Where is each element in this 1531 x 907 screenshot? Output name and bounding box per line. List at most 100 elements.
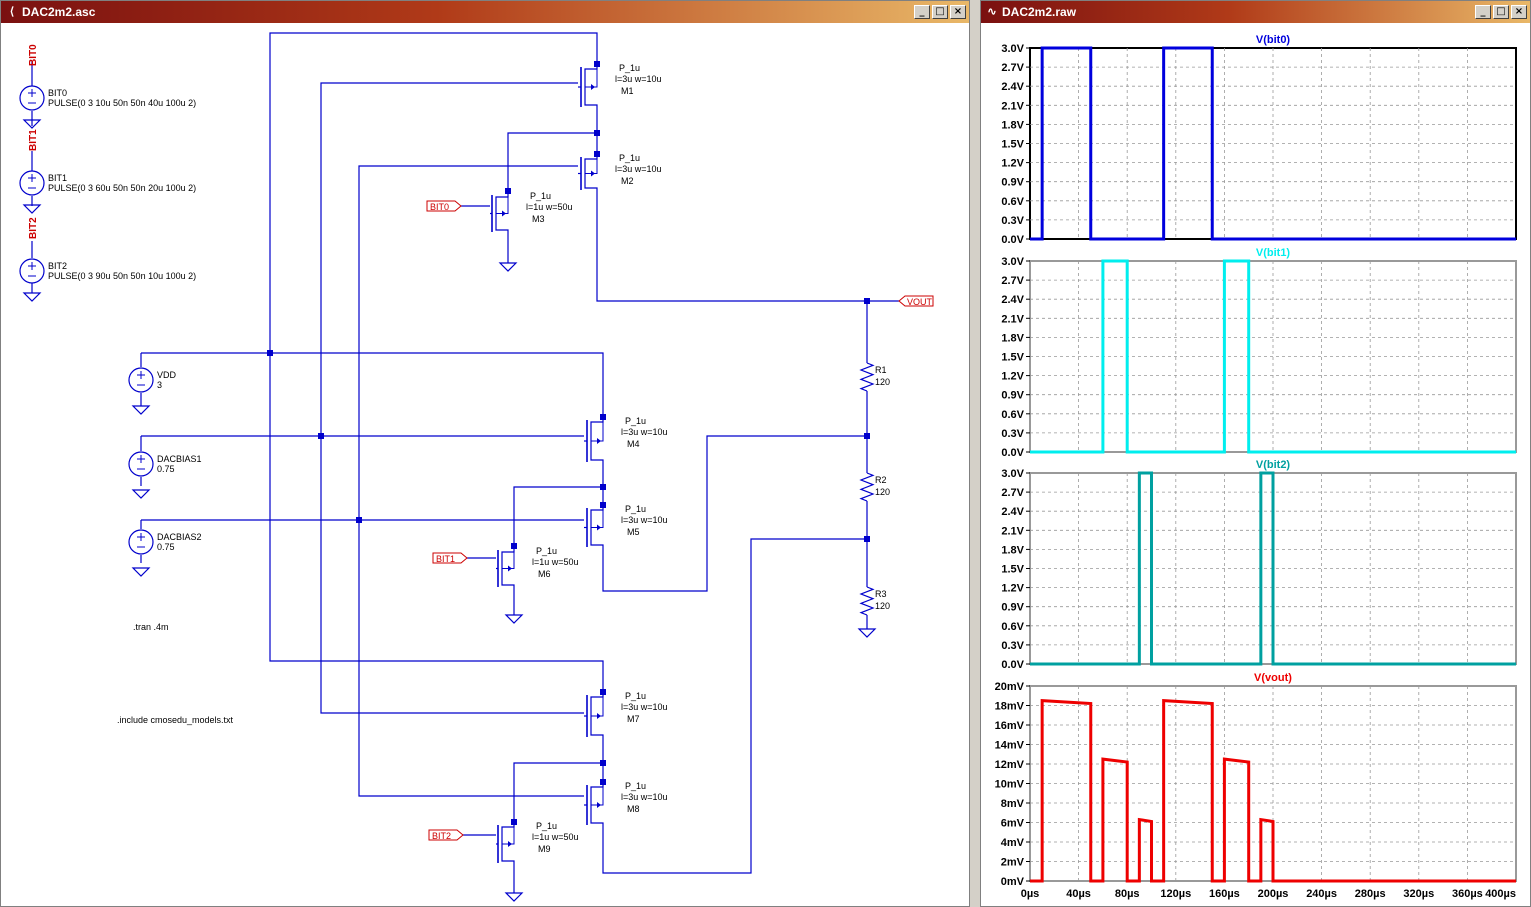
pmos-transistor[interactable] <box>578 153 598 194</box>
ground-symbol <box>504 614 524 624</box>
y-tick-label: 4mV <box>1001 837 1025 849</box>
y-tick-label: 1.5V <box>1001 352 1024 364</box>
transistor-name: M7 <box>627 714 640 724</box>
ground-symbol <box>22 119 42 129</box>
transistor-size: l=3u w=10u <box>621 702 668 712</box>
plot-panel-1[interactable]: V(bit1)0.0V0.3V0.6V0.9V1.2V1.5V1.8V2.1V2… <box>1001 247 1517 459</box>
waveform-trace[interactable] <box>1030 471 1516 666</box>
bit-net-label: BIT2 <box>28 217 39 239</box>
pmos-transistor[interactable] <box>490 191 509 236</box>
waveform-title-bar[interactable]: ∿ DAC2m2.raw _ □ × <box>981 1 1530 23</box>
y-tick-label: 0.9V <box>1001 602 1024 614</box>
resistor-symbol[interactable] <box>859 586 875 616</box>
schematic-title-bar[interactable]: ⟨ DAC2m2.asc _ □ × <box>1 1 969 23</box>
voltage-source-symbol[interactable] <box>19 258 45 284</box>
plot-panel-2[interactable]: V(bit2)0.0V0.3V0.6V0.9V1.2V1.5V1.8V2.1V2… <box>1001 459 1517 671</box>
pmos-transistor[interactable] <box>578 63 598 111</box>
source-value: PULSE(0 3 60u 50n 50n 20u 100u 2) <box>48 183 196 193</box>
y-tick-label: 0.0V <box>1001 234 1024 246</box>
transistor-model: P_1u <box>536 546 557 556</box>
pmos-transistor[interactable] <box>584 781 604 829</box>
schematic-window[interactable]: ⟨ DAC2m2.asc _ □ × <box>0 0 970 907</box>
net-label-flag[interactable] <box>428 829 464 841</box>
y-tick-label: 14mV <box>995 740 1025 752</box>
y-tick-label: 2.4V <box>1001 506 1024 518</box>
net-label-text: BIT0 <box>430 202 449 212</box>
ground-symbol <box>857 628 877 638</box>
x-tick-label: 120µs <box>1160 888 1191 900</box>
source-name: BIT1 <box>48 173 67 183</box>
y-tick-label: 0.0V <box>1001 447 1024 459</box>
ground-symbol <box>22 292 42 302</box>
transistor-model: P_1u <box>619 153 640 163</box>
y-tick-label: 0.3V <box>1001 215 1024 227</box>
plot-panel-3[interactable]: V(vout)0mV2mV4mV6mV8mV10mV12mV14mV16mV18… <box>995 672 1517 900</box>
transistor-size: l=3u w=10u <box>621 792 668 802</box>
transistor-name: M5 <box>627 527 640 537</box>
close-button[interactable]: × <box>1511 5 1527 19</box>
net-label-flag[interactable] <box>426 200 462 212</box>
y-tick-label: 2mV <box>1001 857 1025 869</box>
x-tick-label: 360µs <box>1452 888 1483 900</box>
x-tick-label: 320µs <box>1403 888 1434 900</box>
maximize-button[interactable]: □ <box>932 5 948 19</box>
y-tick-label: 2.4V <box>1001 81 1024 93</box>
resistor-symbol[interactable] <box>859 472 875 502</box>
source-value: 3 <box>157 380 162 390</box>
resistor-symbol[interactable] <box>859 362 875 392</box>
include-directive[interactable]: .include cmosedu_models.txt <box>117 715 234 725</box>
tran-directive[interactable]: .tran .4m <box>133 622 169 632</box>
window-gap <box>970 0 980 907</box>
y-tick-label: 2.1V <box>1001 525 1024 537</box>
waveform-plots[interactable]: V(bit0)0.0V0.3V0.6V0.9V1.2V1.5V1.8V2.1V2… <box>981 23 1530 906</box>
y-tick-label: 0.6V <box>1001 621 1024 633</box>
y-tick-label: 18mV <box>995 701 1025 713</box>
maximize-button[interactable]: □ <box>1493 5 1509 19</box>
transistor-name: M3 <box>532 214 545 224</box>
ground-symbol <box>504 892 524 902</box>
y-tick-label: 0.0V <box>1001 659 1024 671</box>
waveform-trace[interactable] <box>1030 259 1516 454</box>
ground-symbol <box>131 489 151 499</box>
pmos-transistor[interactable] <box>496 821 515 867</box>
minimize-button[interactable]: _ <box>1475 5 1491 19</box>
y-tick-label: 10mV <box>995 779 1025 791</box>
pmos-transistor[interactable] <box>584 416 604 466</box>
source-value: 0.75 <box>157 542 175 552</box>
resistor-value: 120 <box>875 601 890 611</box>
x-tick-label: 40µs <box>1066 888 1091 900</box>
net-label-flag[interactable] <box>432 552 468 564</box>
ground-symbol <box>131 405 151 415</box>
close-button[interactable]: × <box>950 5 966 19</box>
resistor-value: 120 <box>875 377 890 387</box>
pmos-transistor[interactable] <box>584 504 604 551</box>
transistor-name: M1 <box>621 86 634 96</box>
y-tick-label: 3.0V <box>1001 256 1024 268</box>
y-tick-label: 0.3V <box>1001 428 1024 440</box>
pmos-transistor[interactable] <box>496 546 515 591</box>
transistor-size: l=1u w=50u <box>526 202 573 212</box>
y-tick-label: 1.5V <box>1001 139 1024 151</box>
pmos-transistor[interactable] <box>584 691 604 741</box>
minimize-button[interactable]: _ <box>914 5 930 19</box>
resistor-name: R1 <box>875 365 887 375</box>
voltage-source-symbol[interactable] <box>19 170 45 196</box>
plot-panel-0[interactable]: V(bit0)0.0V0.3V0.6V0.9V1.2V1.5V1.8V2.1V2… <box>1001 34 1517 246</box>
voltage-source-symbol[interactable] <box>128 451 154 477</box>
y-tick-label: 1.5V <box>1001 564 1024 576</box>
resistor-value: 120 <box>875 487 890 497</box>
net-label-flag[interactable] <box>898 295 934 307</box>
transistor-model: P_1u <box>625 691 646 701</box>
voltage-source-symbol[interactable] <box>19 85 45 111</box>
transistor-model: P_1u <box>536 821 557 831</box>
y-tick-label: 1.2V <box>1001 583 1024 595</box>
voltage-source-symbol[interactable] <box>128 367 154 393</box>
y-tick-label: 2.7V <box>1001 62 1024 74</box>
waveform-trace[interactable] <box>1030 699 1516 883</box>
x-tick-label: 160µs <box>1209 888 1240 900</box>
net-label-text: BIT2 <box>432 831 451 841</box>
voltage-source-symbol[interactable] <box>128 529 154 555</box>
waveform-trace[interactable] <box>1030 46 1516 241</box>
